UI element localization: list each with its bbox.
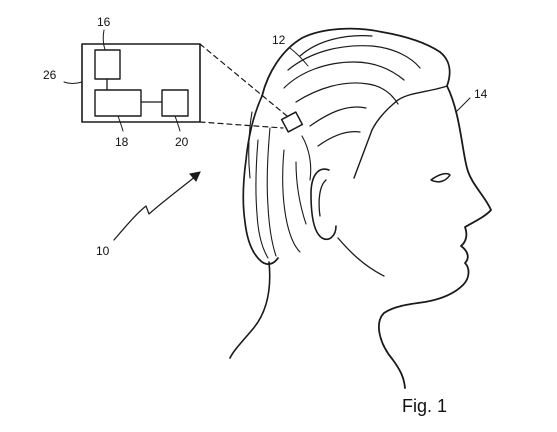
label-16: 16 [97, 15, 111, 29]
projection-lines [199, 43, 288, 129]
label-10: 10 [96, 244, 110, 258]
ear [310, 168, 337, 241]
hair-strand-3 [295, 82, 399, 105]
eye [430, 172, 451, 183]
leader-16 [102, 29, 106, 51]
leader-12 [289, 47, 309, 67]
hair-strand-11 [248, 111, 253, 179]
module-leaders [63, 29, 181, 132]
hair-outline-top [261, 27, 451, 97]
hair-strand-7 [266, 127, 277, 257]
hair-strand-12 [301, 135, 312, 181]
head-leaders [289, 47, 471, 113]
jaw-line [337, 237, 385, 277]
back-of-neck [229, 261, 271, 359]
component-18-box [94, 89, 142, 117]
leader-20 [174, 115, 181, 132]
hair-strand-8 [255, 139, 269, 259]
hair-strand-9 [282, 149, 301, 253]
module-box [81, 43, 201, 123]
arrow-shaft [113, 175, 197, 241]
hair [242, 27, 451, 265]
leader-14 [455, 97, 471, 113]
label-14: 14 [474, 87, 488, 101]
label-18: 18 [115, 135, 129, 149]
ear-inner [318, 179, 327, 217]
head-outline [229, 85, 492, 389]
hair-front-fringe [353, 85, 448, 179]
leader-18 [117, 115, 124, 132]
label-20: 20 [175, 135, 189, 149]
face-profile [378, 85, 492, 389]
hair-strand-10 [295, 161, 307, 225]
hair-strand-2 [283, 61, 405, 89]
label-26: 26 [43, 68, 57, 82]
device-on-head [280, 111, 304, 133]
label-12: 12 [272, 33, 286, 47]
dashed-line-bottom [199, 121, 284, 129]
hair-strand-5 [317, 131, 361, 147]
figure-caption: Fig. 1 [402, 396, 447, 416]
module-detail [81, 43, 201, 123]
hair-strand-4 [309, 106, 367, 127]
arrow-head [189, 171, 201, 182]
hair-strand-1 [287, 45, 421, 71]
component-20-box [161, 89, 189, 117]
component-16-box [94, 49, 121, 80]
dashed-line-top [199, 43, 288, 117]
leader-26 [63, 81, 83, 84]
system-arrow [113, 171, 201, 241]
hair-strand-6 [299, 35, 373, 57]
